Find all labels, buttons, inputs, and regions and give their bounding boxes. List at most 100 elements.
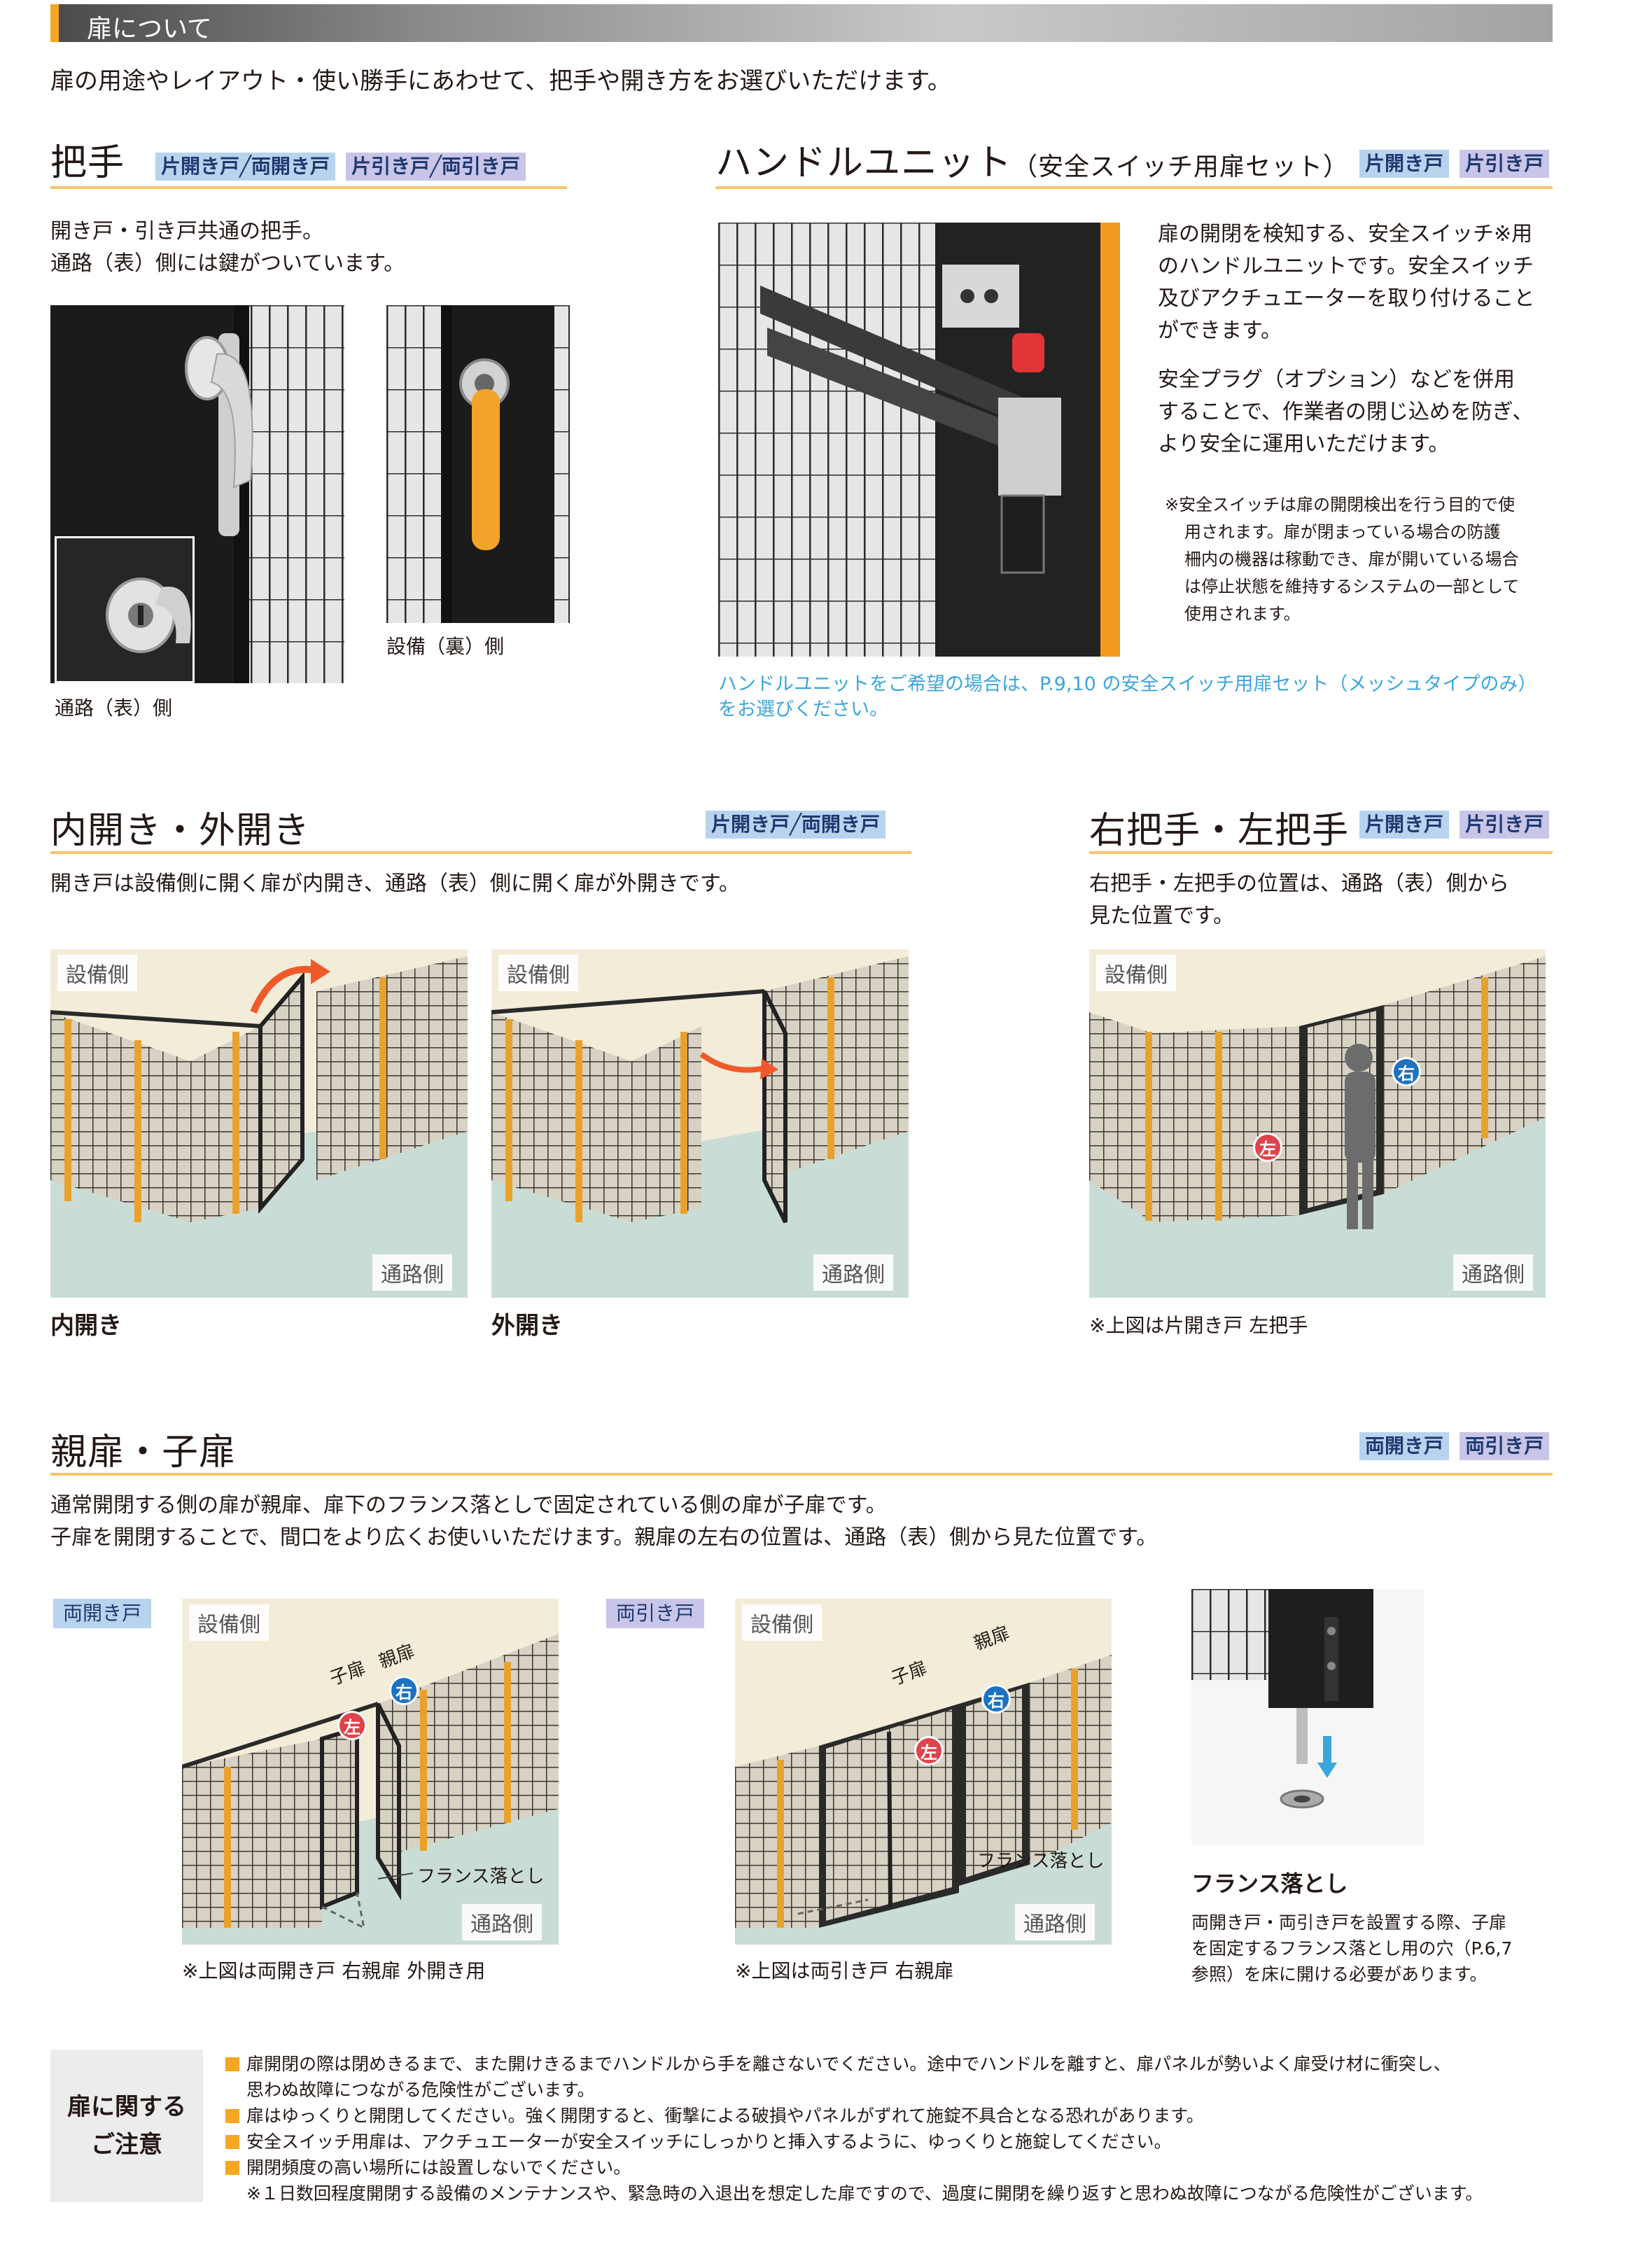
caption-outward: 外開き [491, 1312, 563, 1340]
label-path-side: 通路側 [372, 1254, 452, 1291]
handle-unit-desc1-1: 扉の開閉を検知する、安全スイッチ※用 [1158, 222, 1533, 246]
swing-title: 内開き・外開き [50, 810, 311, 852]
illust-left-right-handle: 左 右 設備側 通路側 [1089, 949, 1546, 1298]
handle-unit-note-1: ※安全スイッチは扉の開閉検出を行う目的で使 [1165, 495, 1516, 514]
photo-handle-unit [718, 223, 1120, 657]
caution-item-1: 扉開閉の際は閉めきるまで、また開けきるまでハンドルから手を離さないでください。途… [225, 2051, 1451, 2077]
tag-single-swing: 片開き戸 [1359, 150, 1450, 178]
pin-right: 右 [981, 1684, 1011, 1714]
handle-unit-link-2[interactable]: をお選びください。 [718, 699, 888, 720]
parent-desc-1: 通常開閉する側の扉が親扉、扉下のフランス落としで固定されている側の扉が子扉です。 [50, 1493, 887, 1518]
flush-bolt-desc-3: 参照）を床に開ける必要があります。 [1191, 1964, 1488, 1984]
bullet-square [225, 2109, 239, 2123]
caution-item-1-cont: 思わぬ故障につながる危険性がございます。 [246, 2080, 595, 2100]
label-equip-side: 設備側 [57, 955, 137, 991]
handle-unit-desc2-1: 安全プラグ（オプション）などを併用 [1158, 368, 1515, 392]
lr-note: ※上図は片開き戸 左把手 [1089, 1314, 1308, 1337]
handle-unit-subtitle: （安全スイッチ用扉セット） [1012, 153, 1350, 181]
handle-unit-desc1-4: ができます。 [1158, 318, 1282, 343]
intro-text: 扉の用途やレイアウト・使い勝手にあわせて、把手や開き方をお選びいただけます。 [50, 67, 951, 95]
handle-unit-desc2-2: することで、作業者の閉じ込めを防ぎ、 [1158, 400, 1534, 424]
handle-unit-underline [715, 186, 1553, 189]
illust-outward-swing: 設備側 通路側 [491, 949, 909, 1298]
handle-unit-link-1[interactable]: ハンドルユニットをご希望の場合は、P.9,10 の安全スイッチ用扉セット（メッシ… [718, 673, 1537, 695]
photo-flush-bolt [1191, 1589, 1424, 1845]
swing-underline [50, 851, 911, 854]
photo-handle-front [50, 305, 344, 683]
flush-bolt-desc-2: を固定するフランス落とし用の穴（P.6,7 [1191, 1938, 1513, 1959]
tag-swing-doors: 片開き戸╱両開き戸 [155, 153, 335, 181]
cautions-label-2: ご注意 [91, 2131, 162, 2159]
caption-front-side: 通路（表）側 [55, 696, 173, 720]
cautions-label-1: 扉に関する [67, 2093, 186, 2121]
swing-tags: 片開き戸╱両開き戸 [706, 811, 886, 839]
label-equip-side: 設備側 [498, 955, 578, 991]
pin-left: 左 [337, 1711, 367, 1740]
handle-unit-desc2-3: より安全に運用いただけます。 [1158, 432, 1450, 456]
lr-underline [1089, 851, 1553, 854]
handle-unit-desc1-2: のハンドルユニットです。安全スイッチ [1158, 254, 1534, 279]
handle-unit-note-4: は停止状態を維持するシステムの一部として [1184, 577, 1520, 596]
pin-left: 左 [914, 1736, 944, 1765]
handle-title: 把手 [50, 142, 125, 184]
swing-desc: 開き戸は設備側に開く扉が内開き、通路（表）側に開く扉が外開きです。 [50, 872, 740, 896]
label-equip-side: 設備側 [1096, 955, 1176, 991]
parent-underline [50, 1473, 1553, 1476]
bullet-square [225, 2135, 239, 2149]
pin-left: 左 [1253, 1133, 1282, 1162]
caution-item-2: 扉はゆっくりと開閉してください。強く開閉すると、衝撃による破損やパネルがずれて施… [225, 2103, 1204, 2129]
cautions-label: 扉に関する ご注意 [50, 2050, 203, 2202]
handle-unit-note-5: 使用されます。 [1184, 604, 1301, 624]
handle-unit-tags: 片開き戸 片引き戸 [1359, 150, 1550, 178]
bullet-square [225, 2161, 239, 2175]
handle-unit-note-2: 用されます。扉が閉まっている場合の防護 [1184, 522, 1501, 542]
caution-footnote: ※１日数回程度開閉する設備のメンテナンスや、緊急時の入退出を想定した扉ですので、… [246, 2183, 1483, 2204]
label-flush-bolt: フランス落とし [417, 1866, 545, 1887]
handle-underline [50, 186, 567, 189]
caution-item-3: 安全スイッチ用扉は、アクチュエーターが安全スイッチにしっかりと挿入するように、ゆ… [225, 2129, 1172, 2155]
tag-single-slide: 片引き戸 [1460, 811, 1550, 839]
label-path-side: 通路側 [1453, 1254, 1533, 1291]
tag-double-swing-diagram: 両開き戸 [53, 1599, 152, 1628]
tag-double-swing: 両開き戸 [1359, 1432, 1450, 1460]
label-path-side: 通路側 [1015, 1904, 1095, 1940]
handle-desc-1: 開き戸・引き戸共通の把手。 [50, 219, 323, 244]
section-header-bar: 扉について [50, 4, 1553, 43]
flush-bolt-title: フランス落とし [1191, 1870, 1348, 1897]
parent-title: 親扉・子扉 [50, 1432, 237, 1474]
header-accent [50, 4, 59, 42]
photo-handle-back [386, 305, 570, 623]
illust-inward-swing: 設備側 通路側 [50, 949, 468, 1298]
caution-item-4: 開閉頻度の高い場所には設置しないでください。 [225, 2155, 631, 2180]
label-equip-side: 設備側 [742, 1604, 822, 1641]
illust-double-slide: 左 右 子扉 親扉 フランス落とし 設備側 通路側 [735, 1599, 1112, 1945]
handle-unit-desc1-3: 及びアクチュエーターを取り付けること [1158, 286, 1535, 311]
tag-single-swing: 片開き戸 [1359, 811, 1450, 839]
tag-single-slide: 片引き戸 [1460, 150, 1550, 178]
pin-right: 右 [389, 1676, 419, 1705]
parent-tags: 両開き戸 両引き戸 [1359, 1432, 1550, 1460]
lr-desc-2: 見た位置です。 [1089, 904, 1234, 928]
tag-slide-doors: 片引き戸╱両引き戸 [345, 153, 526, 181]
photo-key-lock [55, 536, 195, 683]
handle-unit-title: ハンドルユニット（安全スイッチ用扉セット） [715, 133, 1349, 186]
handle-tags: 片開き戸╱両開き戸 片引き戸╱両引き戸 [155, 153, 526, 181]
handle-unit-note-3: 柵内の機器は稼動でき、扉が開いている場合 [1184, 550, 1519, 569]
tag-double-slide: 両引き戸 [1460, 1432, 1550, 1460]
caption-inward: 内開き [50, 1312, 122, 1340]
label-flush-bolt: フランス落とし [977, 1851, 1105, 1872]
parent-desc-2: 子扉を開閉することで、間口をより広くお使いいただけます。親扉の左右の位置は、通路… [50, 1525, 1158, 1550]
label-path-side: 通路側 [462, 1904, 542, 1940]
double-swing-note: ※上図は両開き戸 右親扉 外開き用 [182, 1959, 486, 1982]
label-equip-side: 設備側 [189, 1604, 269, 1641]
flush-bolt-desc-1: 両開き戸・両引き戸を設置する際、子扉 [1191, 1912, 1507, 1933]
illust-double-swing: 左 右 子扉 親扉 フランス落とし 設備側 通路側 [182, 1599, 559, 1945]
lr-tags: 片開き戸 片引き戸 [1359, 811, 1550, 839]
caption-back-side: 設備（裏）側 [386, 635, 505, 658]
tag-swing: 片開き戸╱両開き戸 [706, 811, 886, 839]
section-title: 扉について [87, 15, 212, 43]
lr-title: 右把手・左把手 [1089, 810, 1350, 852]
lr-desc-1: 右把手・左把手の位置は、通路（表）側から [1089, 872, 1509, 896]
tag-double-slide-diagram: 両引き戸 [606, 1599, 705, 1628]
pin-right: 右 [1392, 1057, 1421, 1086]
